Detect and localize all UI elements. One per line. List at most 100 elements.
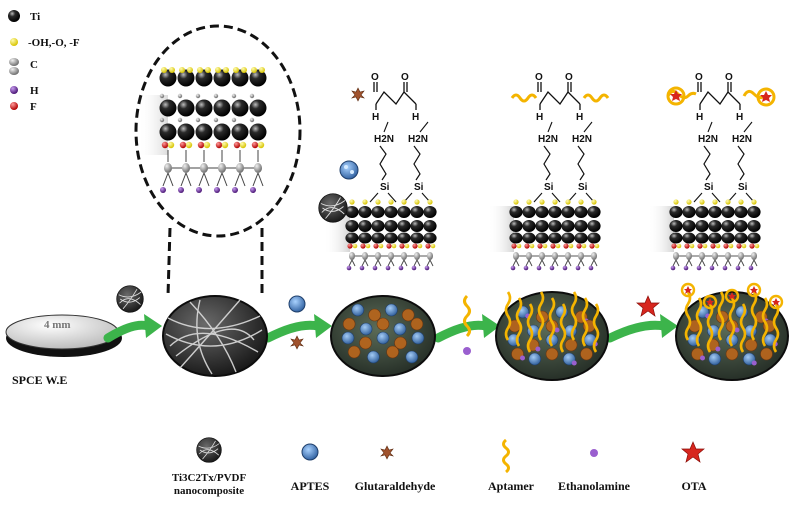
aptes-particle <box>708 352 722 366</box>
termination-atom <box>203 141 211 149</box>
aptamer-strand <box>728 297 736 347</box>
oxygen-label: O <box>725 72 733 83</box>
hydrogen-label: H <box>372 112 379 123</box>
glutaraldehyde-icon-step2 <box>290 335 304 350</box>
silicon-label: Si <box>578 182 588 193</box>
legend-label: -OH,-O, -F <box>28 37 80 49</box>
ti-atom <box>708 206 722 218</box>
hydrogen-atom <box>588 265 594 271</box>
ti-atom <box>231 69 249 87</box>
bond <box>377 259 382 267</box>
ti-atom <box>397 206 411 218</box>
carbon-atom <box>195 117 201 123</box>
termination-atom <box>699 199 705 205</box>
fluorine-atom <box>251 141 259 149</box>
bond <box>374 259 379 267</box>
hydrogen-atom <box>549 265 555 271</box>
bond <box>257 172 264 187</box>
ti-atom <box>509 232 523 244</box>
aptamer-loop <box>756 87 776 107</box>
termination-atom <box>179 67 185 73</box>
aptes-particle <box>341 331 355 345</box>
carbon-atom <box>526 252 532 260</box>
termination-atom <box>516 243 522 249</box>
oxygen-label: O <box>371 72 379 83</box>
bond <box>234 172 241 187</box>
hydrogen-label: H <box>536 112 543 123</box>
ti-atom <box>397 232 411 244</box>
ti-atom <box>345 220 359 232</box>
bond <box>185 172 192 187</box>
ethanolamine-particle <box>554 327 560 333</box>
ti-atom <box>721 206 735 218</box>
termination-atom <box>205 67 211 73</box>
ti-atom <box>423 220 437 232</box>
aptes-particle <box>367 350 380 364</box>
termination-atom <box>529 243 535 249</box>
bond <box>348 259 353 267</box>
glutaraldehyde-icon <box>351 87 365 102</box>
aptes-particle <box>393 322 407 336</box>
aptamer-loop <box>746 282 762 298</box>
ti-atom <box>384 232 398 244</box>
hydrogen-atom <box>510 265 516 271</box>
ti-atom <box>669 206 683 218</box>
ethanolamine-particle <box>535 346 541 352</box>
aptes-chain <box>737 145 745 181</box>
ti-atom <box>695 220 709 232</box>
fluorine-atom <box>412 243 418 249</box>
ota-star-icon <box>772 298 780 306</box>
fluorine-atom <box>736 243 742 249</box>
amine-label: H2N <box>374 134 394 145</box>
legend-label: C <box>30 59 38 71</box>
hydrogen-label: H <box>576 112 583 123</box>
aptes-chain <box>413 145 421 181</box>
ti-atom <box>371 206 385 218</box>
bond <box>180 172 187 187</box>
bond <box>429 259 434 267</box>
aptamer-loop <box>666 86 686 106</box>
bond <box>387 259 392 267</box>
ti-atom <box>522 232 536 244</box>
ti-atom <box>747 206 761 218</box>
ti-atom <box>548 220 562 232</box>
bond <box>198 172 205 187</box>
termination-atom <box>417 243 423 249</box>
fluorine-atom <box>723 243 729 249</box>
ti-atom <box>345 206 359 218</box>
ota-star-icon <box>760 91 772 102</box>
termination-atom <box>751 199 757 205</box>
ti-atom <box>358 206 372 218</box>
aptes-particle <box>351 303 365 317</box>
fluorine-atom <box>425 243 431 249</box>
process-arrow-head <box>144 314 162 338</box>
bond <box>419 121 429 133</box>
aptamer-strand <box>570 291 578 341</box>
ota-star-icon <box>750 286 758 294</box>
glutaraldehyde-particle <box>401 308 415 322</box>
ti-atom <box>734 232 748 244</box>
ti-atom <box>410 220 424 232</box>
hydrogen-atom <box>670 265 676 271</box>
ti-atom <box>249 99 267 117</box>
aptamer-strand <box>592 303 600 353</box>
bond <box>590 259 595 267</box>
termination-atom <box>686 199 692 205</box>
termination-atom <box>215 67 221 73</box>
hydrogen-atom <box>214 187 220 193</box>
hydrogen-atom <box>536 265 542 271</box>
fluorine-atom <box>697 243 703 249</box>
carbon-atom <box>182 163 190 173</box>
glutaraldehyde-particle <box>725 347 739 361</box>
hydrogen-atom <box>575 265 581 271</box>
termination-atom <box>375 199 381 205</box>
legend-item-f: F <box>10 101 37 113</box>
ti-atom <box>561 232 575 244</box>
termination-atom <box>689 243 695 249</box>
termination-atom <box>161 67 167 73</box>
ti-atom <box>721 232 735 244</box>
carbon-atom <box>159 117 165 123</box>
oxygen-label: O <box>401 72 409 83</box>
